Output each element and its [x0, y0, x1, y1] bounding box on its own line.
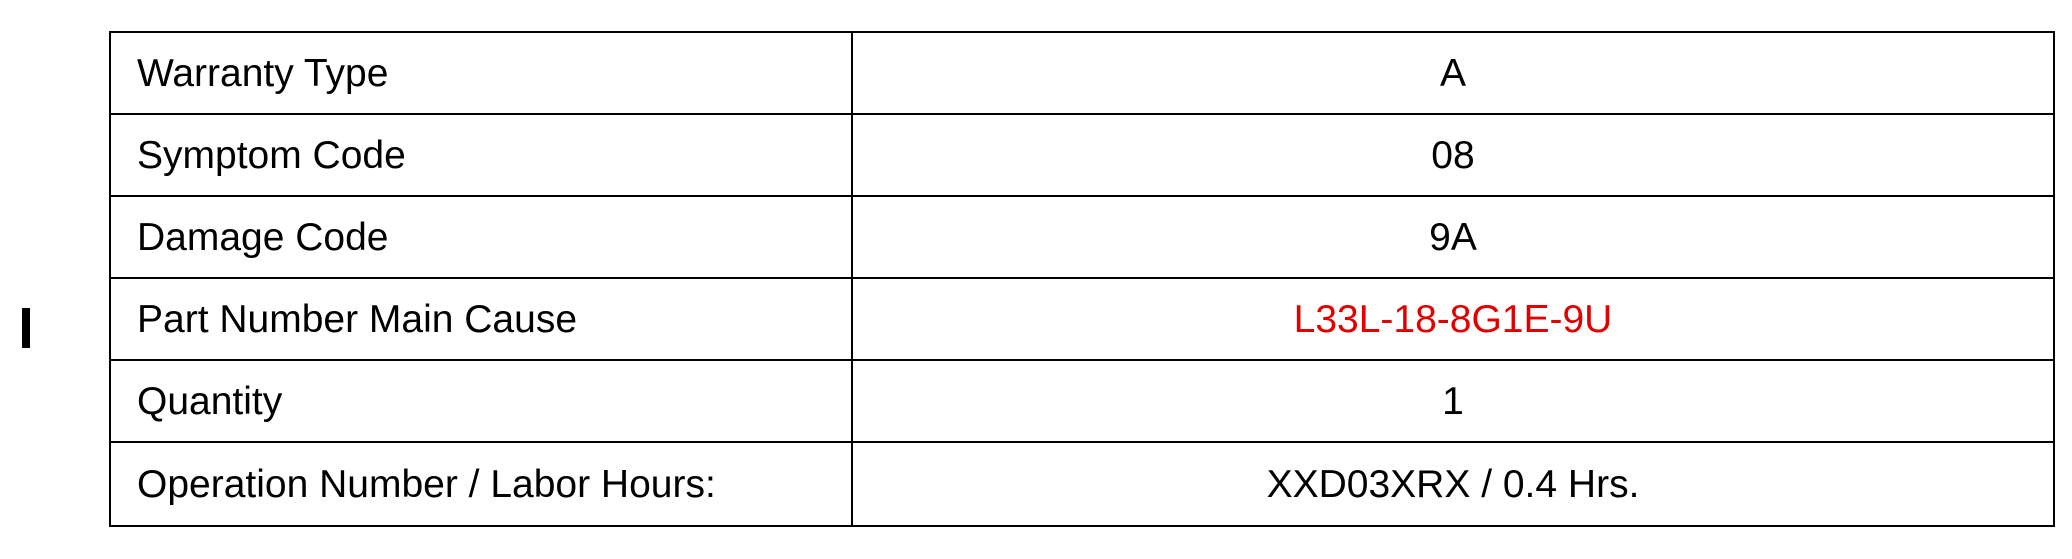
table-row-quantity: Quantity 1 — [109, 359, 2055, 443]
table-row-symptom-code: Symptom Code 08 — [109, 113, 2055, 197]
revision-change-bar — [22, 308, 30, 348]
damage-code-label: Damage Code — [109, 195, 853, 279]
warranty-type-value: A — [851, 31, 2055, 115]
part-number-value: L33L-18-8G1E-9U — [851, 277, 2055, 361]
warranty-type-label: Warranty Type — [109, 31, 853, 115]
table-row-operation-number: Operation Number / Labor Hours: XXD03XRX… — [109, 441, 2055, 527]
table-row-warranty-type: Warranty Type A — [109, 31, 2055, 115]
operation-number-value: XXD03XRX / 0.4 Hrs. — [851, 441, 2055, 527]
warranty-info-table: Warranty Type A Symptom Code 08 Damage C… — [109, 31, 2055, 527]
symptom-code-label: Symptom Code — [109, 113, 853, 197]
part-number-label: Part Number Main Cause — [109, 277, 853, 361]
quantity-value: 1 — [851, 359, 2055, 443]
operation-number-label: Operation Number / Labor Hours: — [109, 441, 853, 527]
table-row-damage-code: Damage Code 9A — [109, 195, 2055, 279]
quantity-label: Quantity — [109, 359, 853, 443]
damage-code-value: 9A — [851, 195, 2055, 279]
symptom-code-value: 08 — [851, 113, 2055, 197]
table-row-part-number: Part Number Main Cause L33L-18-8G1E-9U — [109, 277, 2055, 361]
